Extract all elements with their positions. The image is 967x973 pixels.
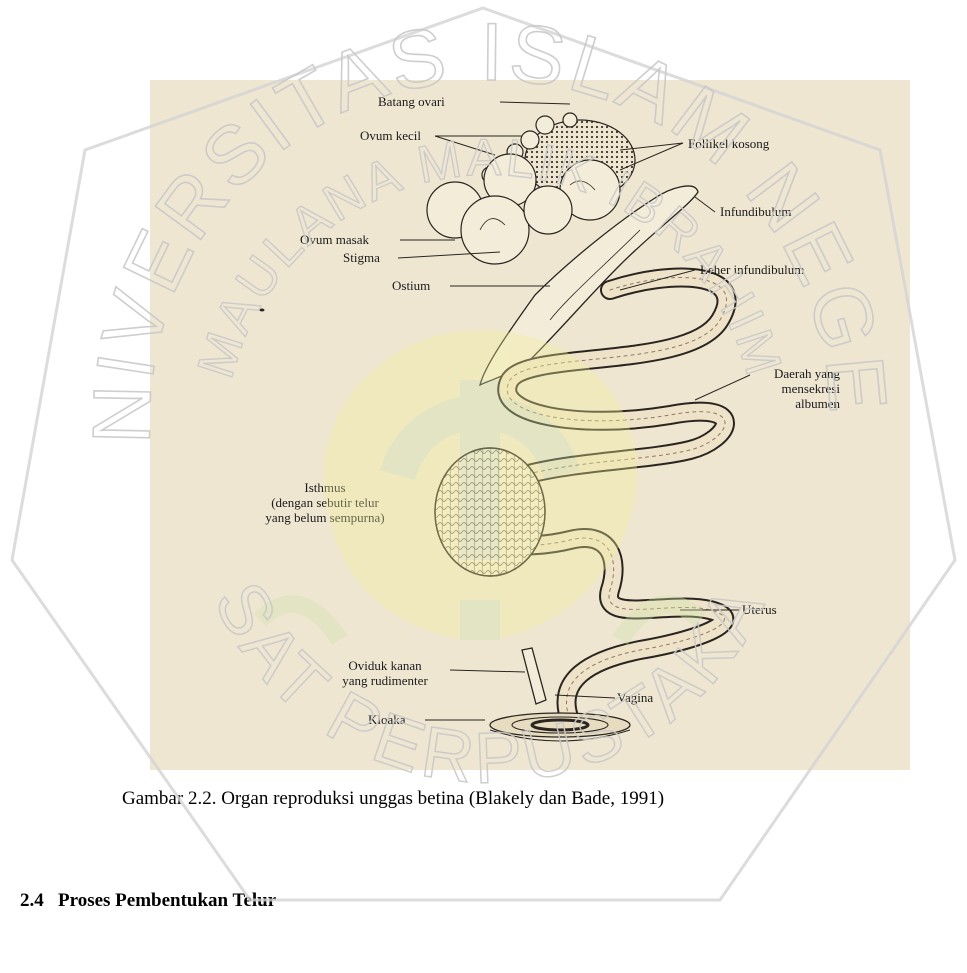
label-ovum-kecil: Ovum kecil [360, 128, 421, 143]
rudimentary-oviduct [522, 648, 546, 704]
label-oviduk-line2: yang rudimenter [320, 673, 450, 688]
label-uterus: Uterus [742, 602, 777, 617]
label-isthmus-line2: (dengan sebutir telur [240, 495, 410, 510]
reproductive-organ-drawing [150, 80, 910, 770]
figure-caption: Gambar 2.2. Organ reproduksi unggas beti… [122, 788, 664, 810]
figure-illustration: Batang ovari Ovum kecil Follikel kosong … [150, 80, 910, 770]
label-infundibulum: Infundibulum [720, 204, 792, 219]
label-batang-ovari: Batang ovari [378, 94, 445, 109]
label-kloaka: Kloaka [368, 712, 406, 727]
section-number: 2.4 [20, 890, 58, 912]
label-isthmus: Isthmus (dengan sebutir telur yang belum… [240, 480, 410, 525]
label-follikel-kosong: Follikel kosong [688, 136, 769, 151]
label-oviduk-kanan: Oviduk kanan yang rudimenter [320, 658, 450, 688]
label-isthmus-line1: Isthmus [240, 480, 410, 495]
scan-speck [260, 309, 265, 312]
cloaca [490, 713, 630, 741]
label-daerah-line1: Daerah yang [740, 366, 840, 381]
label-daerah-albumen: Daerah yang mensekresi albumen [740, 366, 840, 411]
section-heading: 2.4Proses Pembentukan Telur [20, 890, 276, 912]
label-leher-infundibulum: Leher infundibulum [700, 262, 804, 277]
section-title: Proses Pembentukan Telur [58, 890, 276, 911]
label-oviduk-line1: Oviduk kanan [320, 658, 450, 673]
label-ovum-masak: Ovum masak [300, 232, 369, 247]
label-daerah-line2: mensekresi [740, 381, 840, 396]
isthmus-egg [435, 448, 545, 576]
label-vagina: Vagina [617, 690, 653, 705]
label-daerah-line3: albumen [740, 396, 840, 411]
label-stigma: Stigma [343, 250, 380, 265]
label-isthmus-line3: yang belum sempurna) [240, 510, 410, 525]
label-ostium: Ostium [392, 278, 430, 293]
